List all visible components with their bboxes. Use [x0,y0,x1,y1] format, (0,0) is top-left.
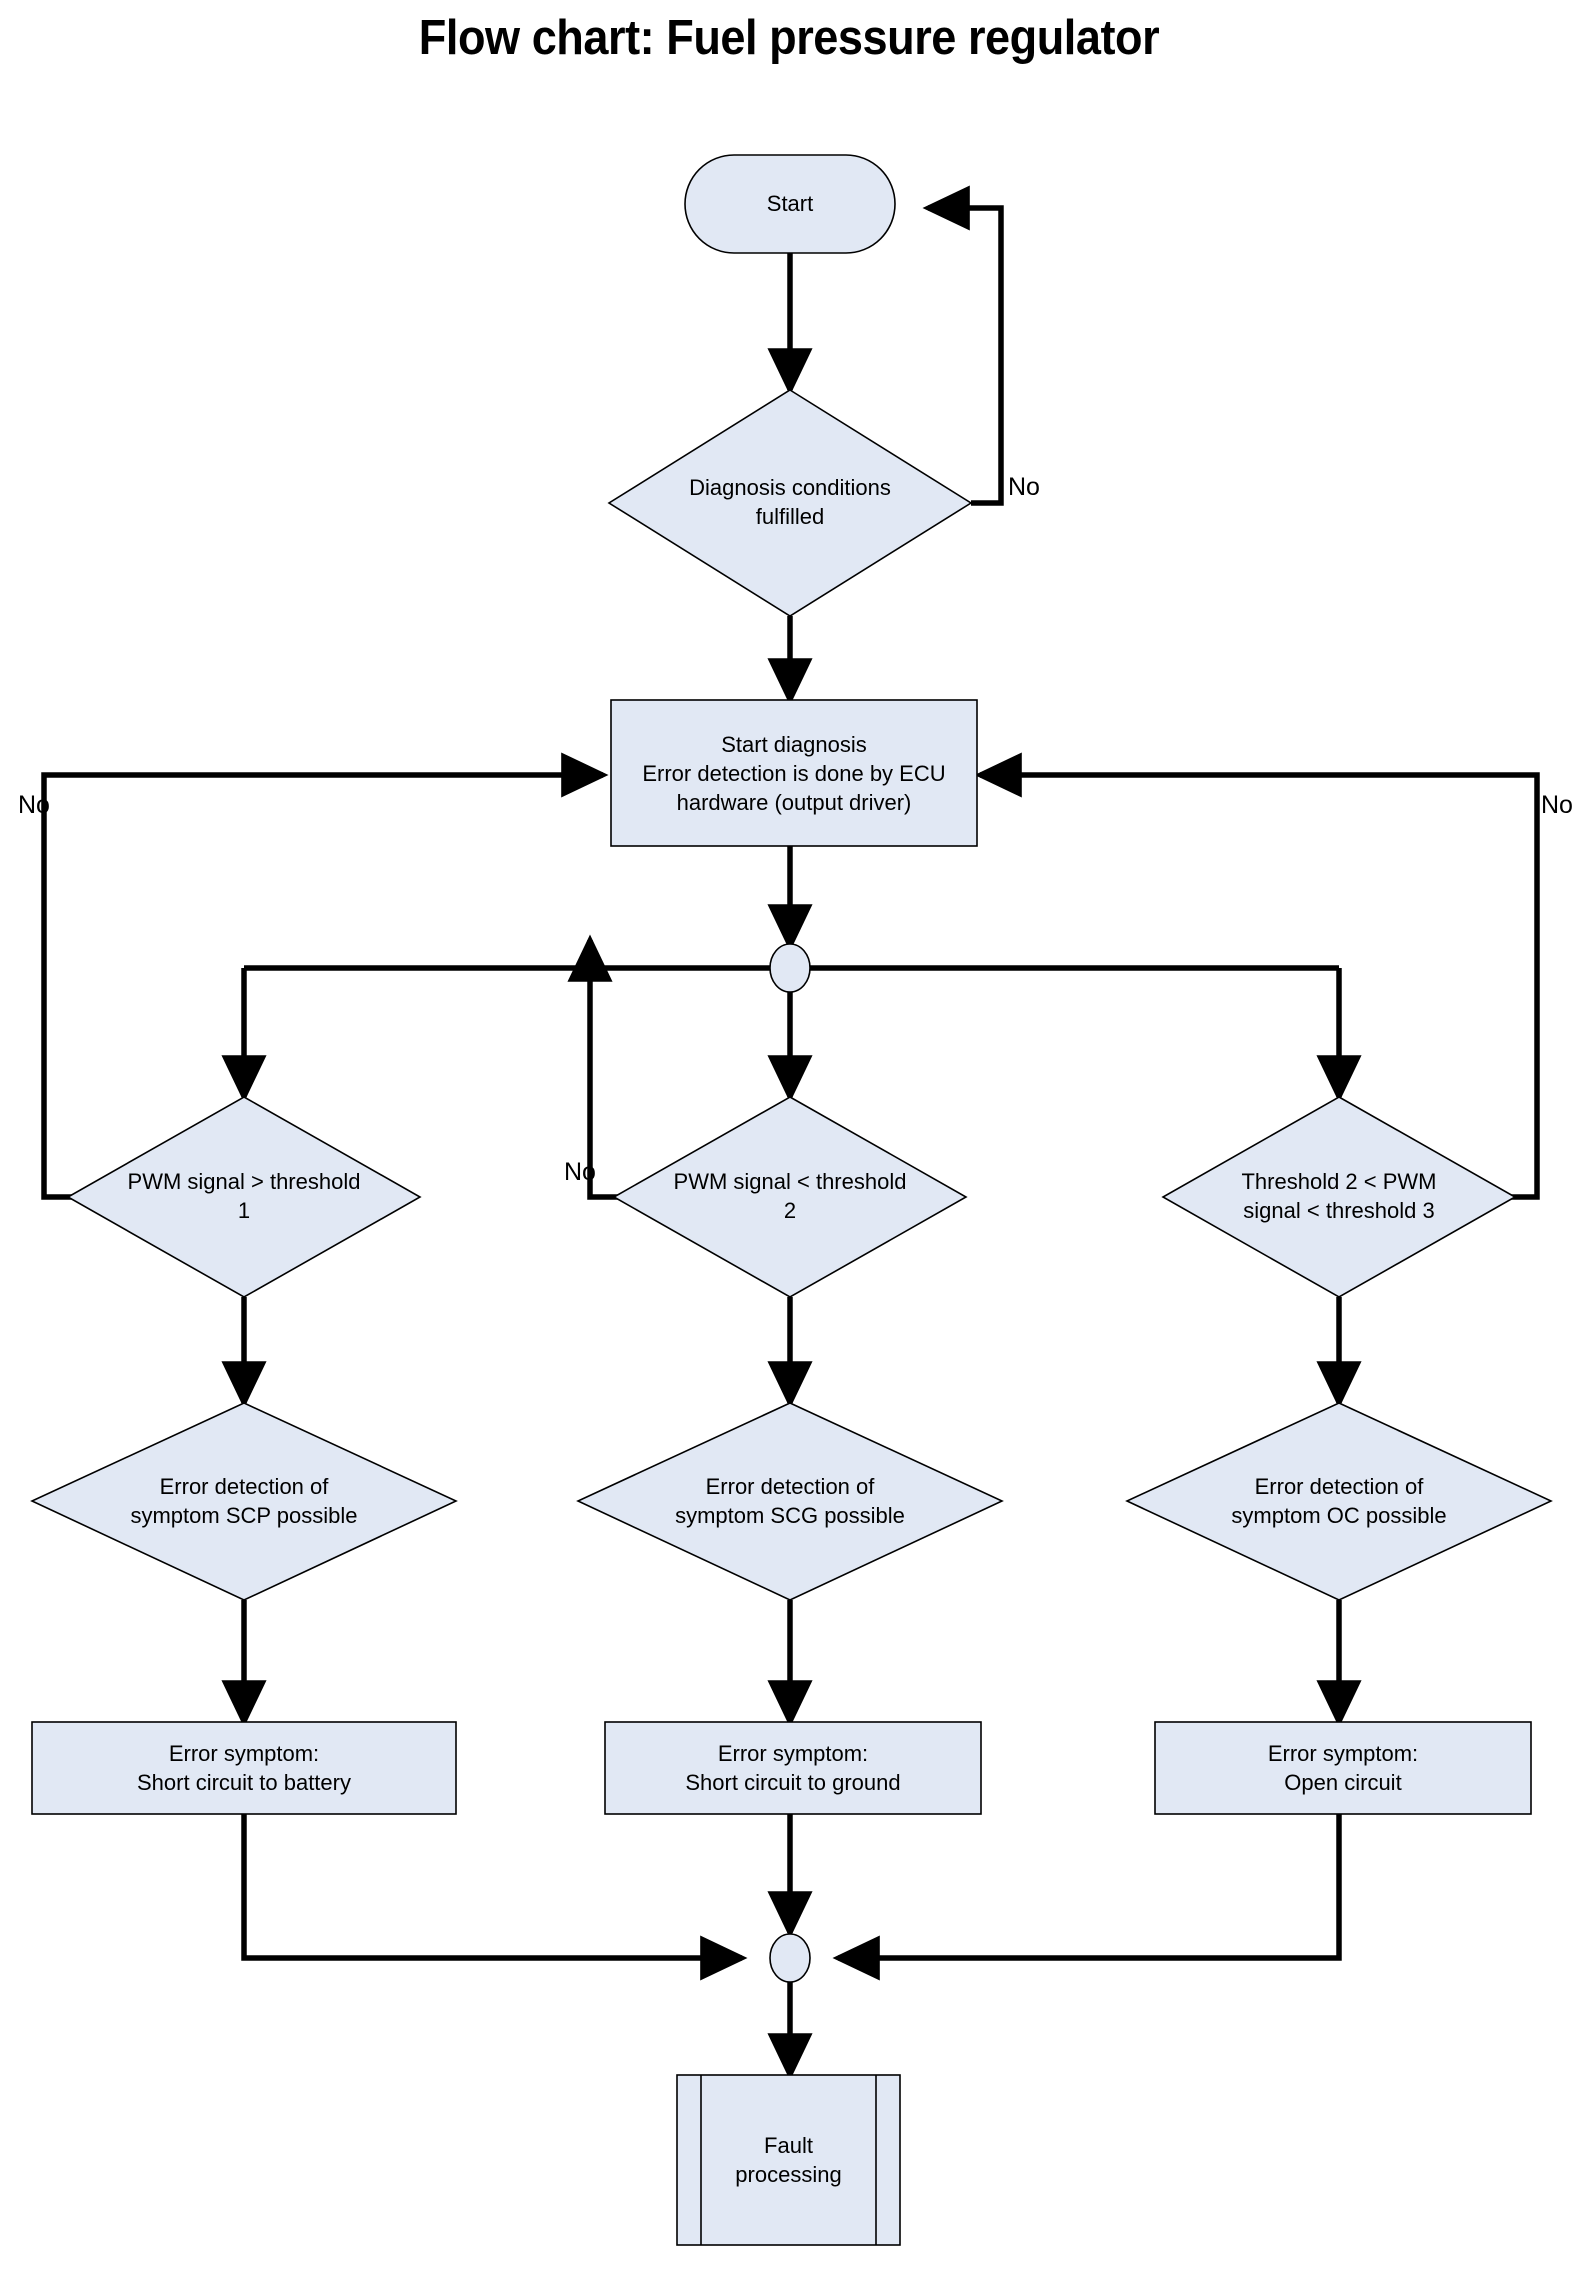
node-layer [30,154,1553,2246]
node-fork-junction[interactable] [769,943,811,993]
node-merge-junction[interactable] [769,1933,811,1983]
node-diagnosis-conditions[interactable] [607,389,973,617]
node-pwm-gt-t1[interactable] [66,1096,422,1298]
node-scg-possible[interactable] [576,1402,1004,1601]
node-symptom-scp[interactable] [31,1721,457,1815]
edge-diagnosis-no-to-start [922,185,1004,506]
node-symptom-oc[interactable] [1154,1721,1532,1815]
edge-pwm-lt-t2-no-to-start-diagnosis [567,934,619,1200]
node-t2-lt-pwm-lt-t3[interactable] [1161,1096,1517,1298]
node-scp-possible[interactable] [30,1402,458,1601]
edge-t2-lt-pwm-lt-t3-no-to-start-diagnosis [974,752,1540,1200]
node-pwm-lt-t2[interactable] [612,1096,968,1298]
node-start-diagnosis[interactable] [610,699,978,847]
page-title: Flow chart: Fuel pressure regulator [418,11,1160,65]
edge-pwm-gt-t1-no-to-start-diagnosis [41,752,609,1200]
edge-symptom-oc-to-merge [832,1814,1342,1981]
node-oc-possible[interactable] [1125,1402,1553,1601]
node-symptom-scg[interactable] [604,1721,982,1815]
node-fault-processing[interactable] [676,2074,901,2246]
edge-symptom-scp-to-merge [241,1814,748,1981]
node-start[interactable] [684,154,896,254]
